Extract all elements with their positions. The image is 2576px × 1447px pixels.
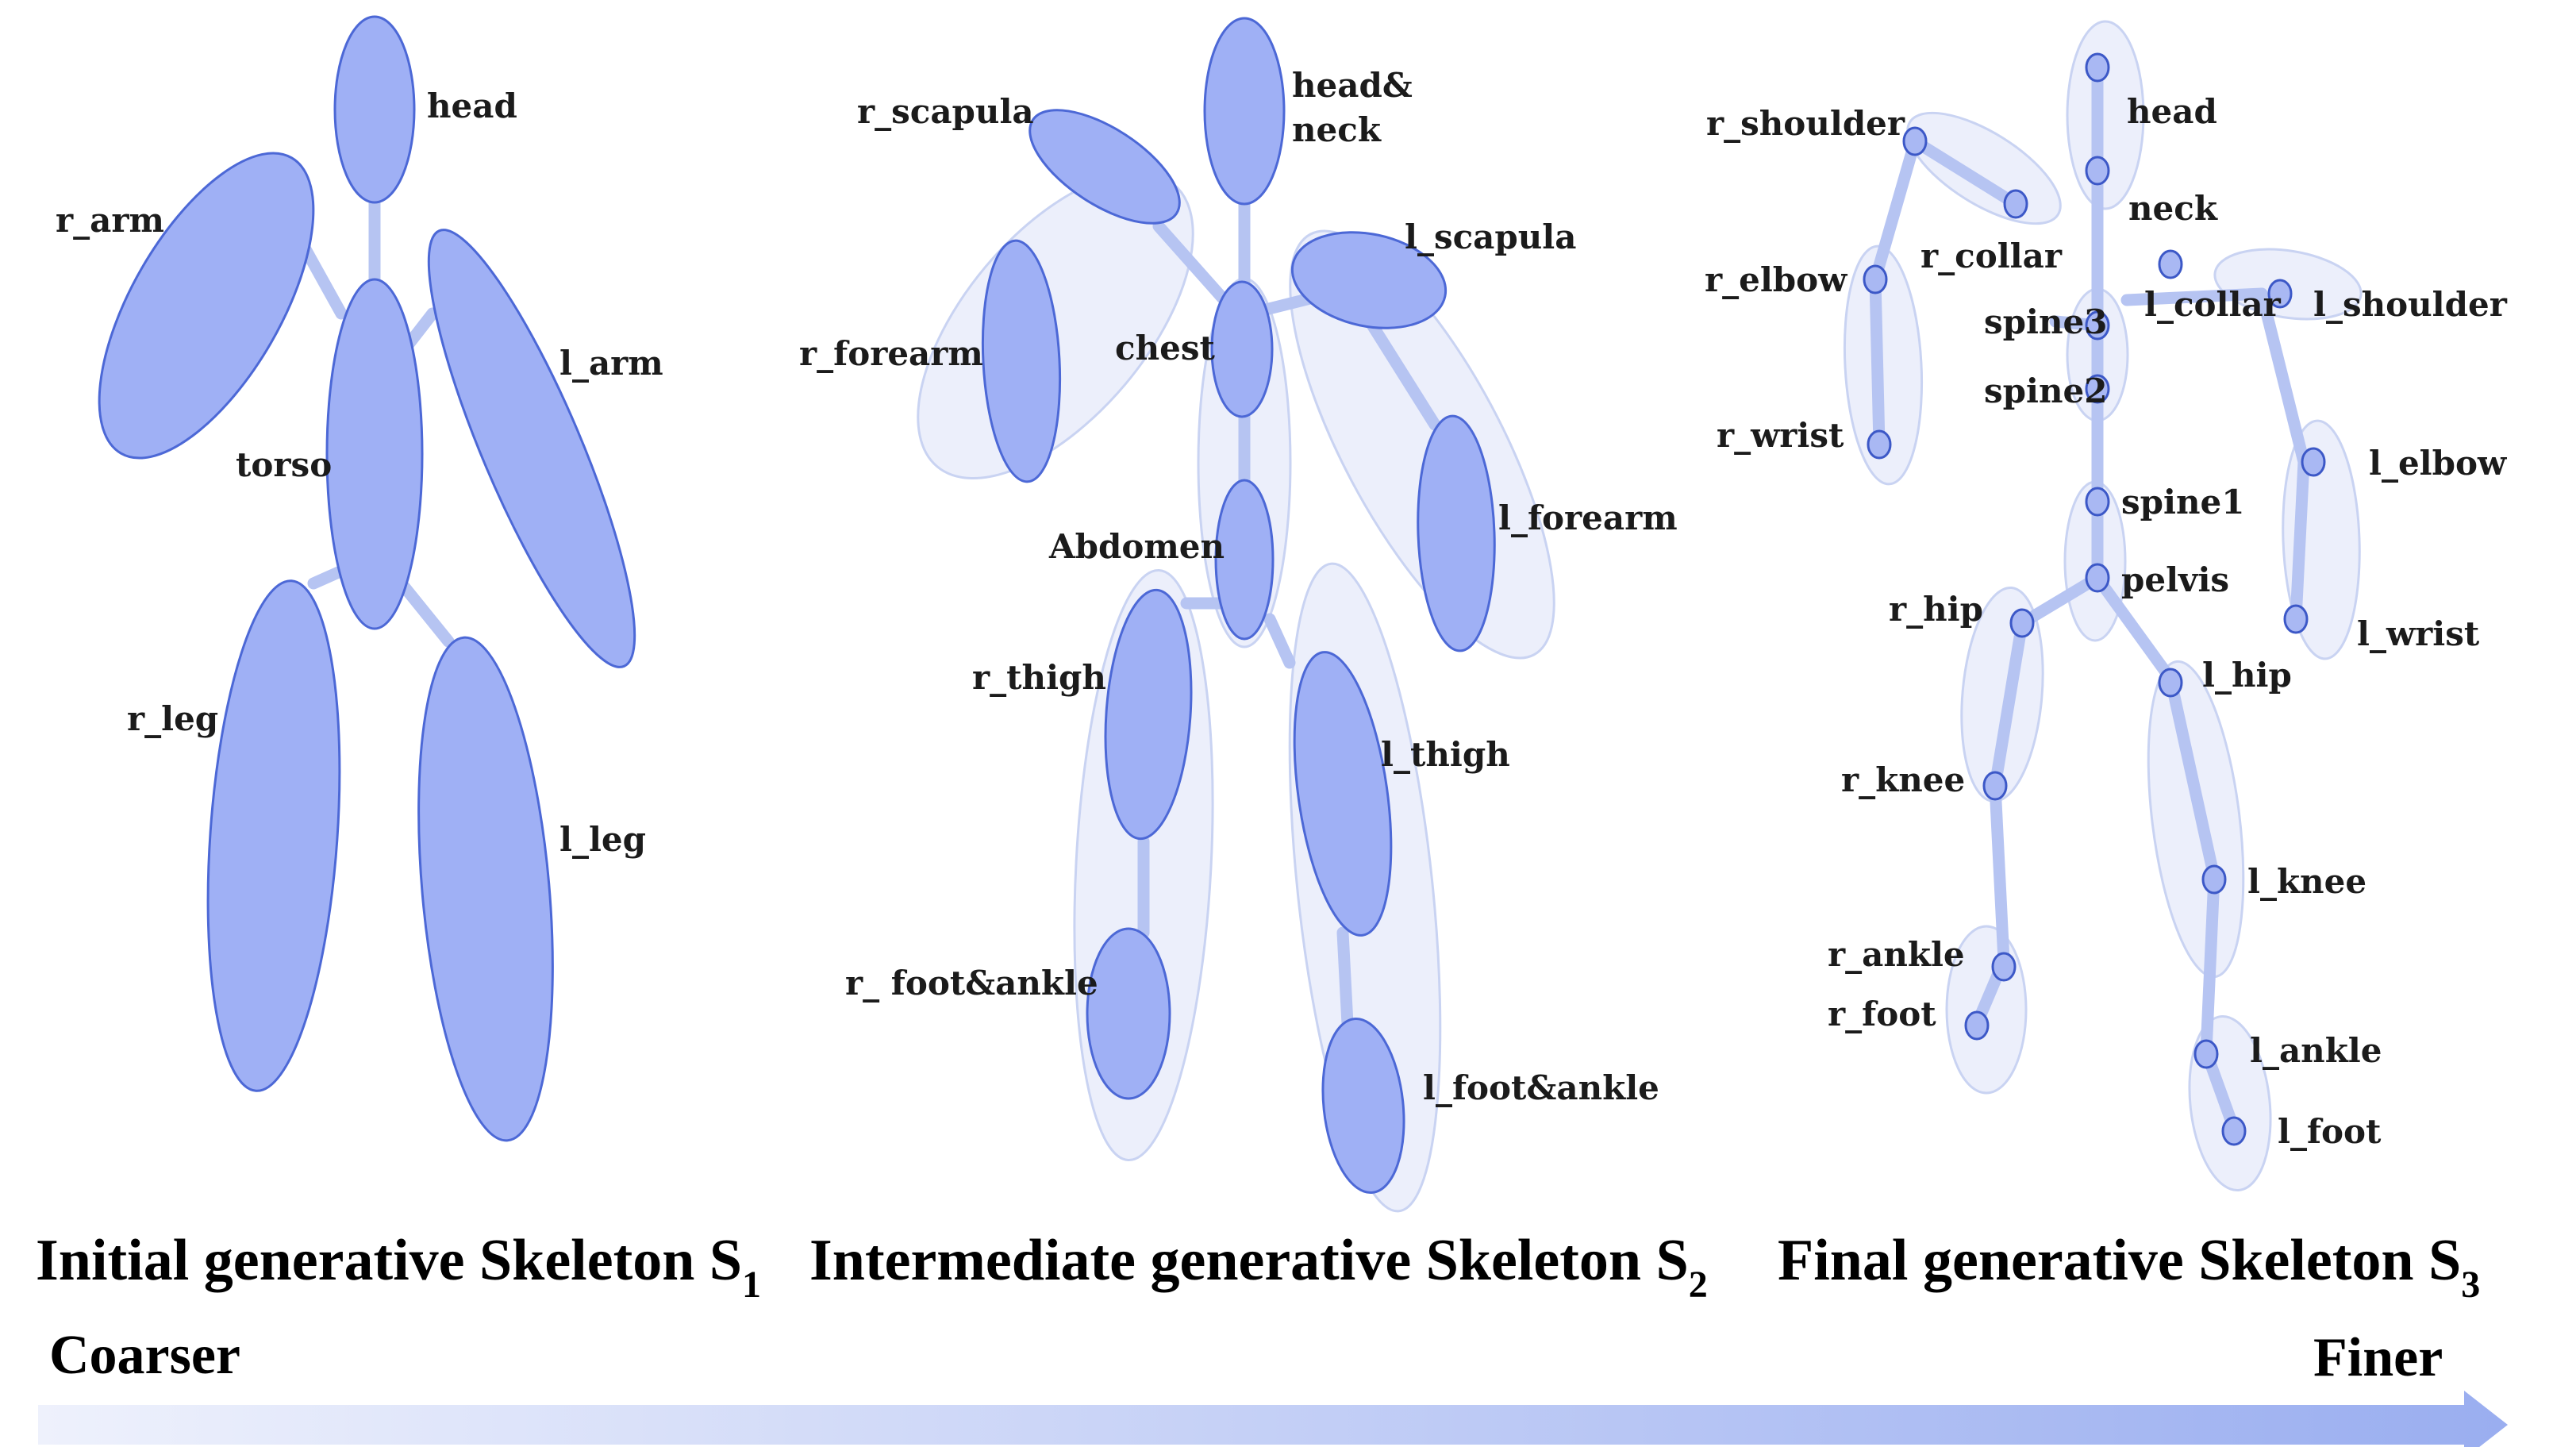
label-l-scapula: l_scapula	[1405, 217, 1576, 256]
label-l-forearm: l_forearm	[1498, 498, 1678, 537]
label-head-neck-2: neck	[1292, 110, 1382, 149]
label-l-hip: l_hip	[2202, 656, 2292, 695]
skeleton-3-joints	[1863, 52, 2326, 1146]
label-r-thigh: r_thigh	[972, 658, 1106, 697]
joint-r-elbow	[1863, 264, 1888, 294]
part-r-leg	[206, 579, 341, 1092]
part-r-thigh	[1104, 588, 1193, 841]
label-chest: chest	[1115, 329, 1215, 368]
label-r-ankle: r_ankle	[1828, 935, 1965, 974]
joint-r-collar	[2003, 189, 2028, 219]
label-r-foot: r_foot	[1828, 995, 1936, 1033]
skeleton-2-parts	[981, 17, 1496, 1195]
label-r-arm: r_arm	[56, 201, 164, 240]
skeleton-1: head r_arm l_arm torso r_leg l_leg	[56, 15, 663, 1142]
label-r-foot-ankle: r_ foot&ankle	[845, 964, 1098, 1003]
label-l-thigh: l_thigh	[1381, 735, 1510, 774]
part-r-forearm	[981, 239, 1062, 483]
label-l-foot-ankle: l_foot&ankle	[1423, 1068, 1659, 1107]
joint-l-knee	[2201, 864, 2227, 895]
arrow-label-finer: Finer	[2313, 1327, 2443, 1388]
joint-r-hip	[2009, 608, 2035, 638]
joint-pelvis	[2085, 563, 2110, 593]
joint-l-elbow	[2301, 447, 2326, 477]
joint-l-collar	[2158, 249, 2183, 279]
label-head-neck-1: head&	[1292, 66, 1413, 105]
skeleton-3: r_shoulder head neck r_collar r_elbow sp…	[1705, 20, 2508, 1192]
caption-skeleton-3: Final generative Skeleton S3	[1778, 1228, 2480, 1306]
label-l-wrist: l_wrist	[2357, 614, 2480, 653]
joint-head	[2085, 52, 2110, 83]
part-r-arm	[98, 152, 315, 460]
joint-r-knee	[1982, 771, 2008, 801]
caption-skeleton-2: Intermediate generative Skeleton S2	[809, 1228, 1708, 1306]
label-neck: neck	[2128, 189, 2218, 228]
label-r-hip: r_hip	[1889, 590, 1983, 629]
skeleton-1-parts	[98, 15, 636, 1142]
label-abdomen: Abdomen	[1048, 527, 1225, 566]
label-spine3: spine3	[1984, 302, 2107, 341]
joint-l-ankle	[2193, 1039, 2219, 1069]
part-l-forearm	[1417, 414, 1496, 652]
joint-l-wrist	[2283, 604, 2309, 634]
label-l-collar: l_collar	[2144, 285, 2282, 324]
label-pelvis: pelvis	[2121, 560, 2229, 599]
label-head: head	[2127, 92, 2217, 131]
label-r-forearm: r_forearm	[799, 334, 983, 373]
label-l-arm: l_arm	[559, 344, 663, 383]
part-l-thigh	[1293, 651, 1393, 937]
joint-spine3	[2085, 310, 2110, 341]
label-r-scapula: r_scapula	[857, 92, 1034, 131]
part-head-neck	[1203, 17, 1286, 206]
label-l-shoulder: l_shoulder	[2313, 285, 2508, 324]
joint-l-shoulder	[2267, 279, 2293, 309]
joint-l-foot	[2221, 1116, 2247, 1146]
label-r-elbow: r_elbow	[1705, 260, 1847, 299]
label-l-leg: l_leg	[559, 820, 646, 859]
joint-l-hip	[2158, 668, 2183, 698]
joint-neck	[2085, 156, 2110, 186]
joint-r-ankle	[1991, 952, 2017, 982]
label-spine1: spine1	[2121, 483, 2244, 521]
part-chest	[1210, 280, 1274, 418]
part-head	[333, 15, 416, 204]
arrow-label-coarser: Coarser	[49, 1325, 240, 1386]
label-torso: torso	[236, 445, 332, 484]
label-head: head	[427, 87, 517, 125]
coarse-to-fine-arrow	[38, 1391, 2508, 1447]
joint-spine2	[2085, 374, 2110, 404]
label-r-leg: r_leg	[127, 699, 218, 738]
label-r-collar: r_collar	[1920, 237, 2063, 275]
part-abdomen	[1214, 479, 1275, 641]
skeleton-2: r_scapula head& neck l_scapula r_forearm…	[799, 17, 1678, 1213]
label-l-elbow: l_elbow	[2369, 444, 2507, 483]
part-l-leg	[417, 636, 554, 1142]
joint-r-wrist	[1867, 429, 1892, 460]
label-r-wrist: r_wrist	[1717, 416, 1844, 455]
part-torso	[325, 278, 424, 630]
part-l-foot-ankle	[1321, 1017, 1405, 1195]
part-r-scapula	[1028, 109, 1181, 225]
label-spine2: spine2	[1984, 371, 2107, 410]
joint-spine1	[2085, 487, 2110, 517]
part-l-arm	[427, 229, 636, 668]
label-l-ankle: l_ankle	[2250, 1031, 2382, 1070]
label-l-foot: l_foot	[2278, 1112, 2382, 1151]
label-l-knee: l_knee	[2247, 862, 2366, 901]
label-r-knee: r_knee	[1841, 760, 1965, 799]
joint-r-shoulder	[1902, 126, 1928, 156]
caption-skeleton-1: Initial generative Skeleton S1	[36, 1228, 761, 1306]
label-r-shoulder: r_shoulder	[1706, 104, 1905, 143]
part-r-foot-ankle	[1086, 927, 1171, 1100]
joint-r-foot	[1964, 1010, 1990, 1041]
part-l-scapula	[1290, 231, 1448, 329]
